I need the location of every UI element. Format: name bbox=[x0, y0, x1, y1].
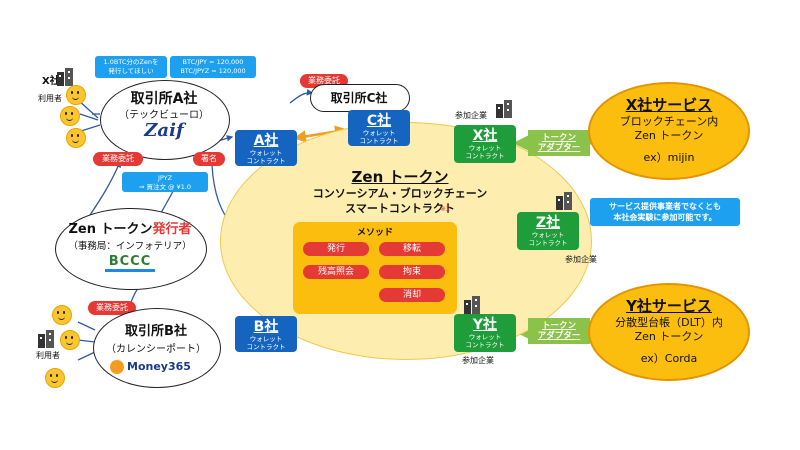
wallet-y[interactable]: Y社ウォレットコントラクト bbox=[454, 314, 516, 352]
wallet-sub: コントラクト bbox=[246, 343, 286, 351]
wallet-sub: コントラクト bbox=[465, 341, 505, 349]
method-issue[interactable]: 発行 bbox=[303, 242, 369, 256]
service-y-line2: Zen トークン bbox=[634, 330, 704, 343]
exchange-c-title: 取引所C社 bbox=[330, 91, 388, 105]
issuer-cloud[interactable] bbox=[55, 208, 207, 290]
exchange-a-cloud[interactable] bbox=[100, 80, 230, 160]
issuer-title: Zen トークン発行者 bbox=[55, 218, 205, 237]
service-x[interactable]: X社サービス ブロックチェーン内 Zen トークン ex）mijin bbox=[588, 82, 750, 180]
request-bubble: 1.0BTC分のZenを発行してほしい bbox=[95, 56, 167, 78]
service-x-line1: ブロックチェーン内 bbox=[619, 115, 719, 128]
adapter-line: トークン bbox=[541, 133, 576, 143]
method-burn[interactable]: 消却 bbox=[379, 288, 445, 302]
z-note-line: 本社会実験に参加可能です。 bbox=[613, 213, 717, 222]
issuer-title-main: Zen トークン bbox=[68, 222, 153, 237]
exchange-a-subtitle: （テックビューロ） bbox=[119, 110, 209, 121]
wallet-name: Z社 bbox=[535, 215, 561, 231]
z-note-bubble: サービス提供事業者でなくとも本社会実験に参加可能です。 bbox=[590, 198, 740, 226]
center-title: Zen トークン bbox=[351, 168, 449, 186]
wallet-sub: ウォレット bbox=[249, 335, 283, 343]
service-x-title: X社サービス bbox=[625, 96, 713, 114]
adapter-line: アダプター bbox=[537, 331, 581, 341]
wallet-sub: コントラクト bbox=[246, 157, 286, 165]
smiley-face-icon bbox=[60, 106, 80, 126]
note-line: JPYZ bbox=[157, 174, 173, 182]
bubble-line: 1.0BTC分のZenを bbox=[103, 58, 159, 66]
smiley-face-icon bbox=[45, 368, 65, 388]
wallet-name: C社 bbox=[366, 113, 392, 129]
center-line1: コンソーシアム・ブロックチェーン bbox=[312, 187, 488, 200]
jpyz-note: JPYZ⇒ 買注文 @ ¥1.0 bbox=[122, 172, 208, 192]
signature-tag: 署名 bbox=[193, 152, 225, 166]
wallet-sub: ウォレット bbox=[249, 149, 283, 157]
issuer-subtitle: （事務局：インフォテリア） bbox=[68, 241, 192, 252]
x-user-company: X社 bbox=[42, 76, 60, 87]
bubble-line: BTC/JPY = 120,000 bbox=[182, 58, 244, 66]
center-line2: スマートコントラクト bbox=[345, 202, 455, 215]
method-balance-inquiry[interactable]: 残高照会 bbox=[303, 265, 369, 279]
building-icon bbox=[464, 296, 480, 314]
money365-logo-mark bbox=[110, 360, 124, 374]
service-y[interactable]: Y社サービス 分散型台帳（DLT）内 Zen トークン ex）Corda bbox=[588, 283, 750, 381]
wallet-name: Y社 bbox=[472, 317, 498, 333]
center-note: ※2 bbox=[440, 205, 451, 213]
bubble-line: BTC/JPYZ = 120,000 bbox=[180, 67, 246, 75]
service-y-example: ex）Corda bbox=[640, 352, 698, 365]
exchange-a-title: 取引所A社 bbox=[130, 91, 198, 107]
service-x-line2: Zen トークン bbox=[634, 129, 704, 142]
wallet-sub: コントラクト bbox=[465, 152, 505, 160]
participant-label-y: 参加企業 bbox=[462, 356, 494, 365]
wallet-a[interactable]: A社ウォレットコントラクト bbox=[235, 130, 297, 166]
adapter-line: トークン bbox=[541, 321, 576, 331]
x-user-role: 利用者 bbox=[38, 94, 62, 103]
participant-label-z: 参加企業 bbox=[565, 255, 597, 264]
bubble-line: 発行してほしい bbox=[108, 67, 154, 75]
exchange-b-tag: 業務委託 bbox=[88, 301, 136, 315]
adapter-line: アダプター bbox=[537, 143, 581, 153]
wallet-name: X社 bbox=[472, 128, 498, 144]
building-icon bbox=[57, 68, 73, 86]
smiley-face-icon bbox=[60, 330, 80, 350]
method-lock[interactable]: 拘束 bbox=[379, 265, 445, 279]
building-icon bbox=[556, 192, 572, 210]
smiley-face-icon bbox=[66, 128, 86, 148]
wallet-sub: ウォレット bbox=[362, 129, 396, 137]
wallet-sub: ウォレット bbox=[531, 231, 565, 239]
exchange-b-title: 取引所B社 bbox=[125, 324, 187, 339]
wallet-x[interactable]: X社ウォレットコントラクト bbox=[454, 125, 516, 163]
wallet-z[interactable]: Z社ウォレットコントラクト bbox=[517, 212, 579, 250]
wallet-sub: ウォレット bbox=[468, 333, 502, 341]
b-user-role: 利用者 bbox=[36, 351, 60, 360]
building-icon bbox=[38, 330, 54, 348]
note-line: ⇒ 買注文 @ ¥1.0 bbox=[138, 183, 192, 191]
token-adapter-y[interactable]: トークンアダプター bbox=[528, 318, 590, 344]
exchange-b-cloud[interactable] bbox=[93, 308, 221, 388]
z-note-line: サービス提供事業者でなくとも bbox=[609, 202, 721, 211]
smiley-face-icon bbox=[66, 85, 86, 105]
exchange-b-subtitle: （カレンシーポート） bbox=[106, 344, 206, 355]
building-icon bbox=[496, 100, 512, 118]
wallet-sub: コントラクト bbox=[528, 239, 568, 247]
participant-label-x: 参加企業 bbox=[455, 111, 487, 120]
money365-logo: Money365 bbox=[127, 360, 191, 373]
service-y-line1: 分散型台帳（DLT）内 bbox=[615, 316, 723, 329]
wallet-name: A社 bbox=[253, 133, 279, 149]
wallet-name: B社 bbox=[253, 319, 279, 335]
wallet-b[interactable]: B社ウォレットコントラクト bbox=[235, 316, 297, 352]
smiley-face-icon bbox=[52, 305, 72, 325]
bccc-logo: BCCC bbox=[105, 254, 155, 272]
service-x-example: ex）mijin bbox=[643, 151, 695, 164]
outsource-tag: 業務委託 bbox=[93, 152, 143, 166]
method-title: メソッド bbox=[356, 228, 393, 238]
method-transfer[interactable]: 移転 bbox=[379, 242, 445, 256]
wallet-sub: ウォレット bbox=[468, 144, 502, 152]
wallet-sub: コントラクト bbox=[359, 137, 399, 145]
issuer-title-highlight: 発行者 bbox=[152, 222, 192, 237]
service-y-title: Y社サービス bbox=[626, 297, 712, 315]
token-adapter-x[interactable]: トークンアダプター bbox=[528, 130, 590, 156]
zaif-logo: Zaif bbox=[144, 120, 184, 141]
wallet-c[interactable]: C社ウォレットコントラクト bbox=[348, 110, 410, 146]
